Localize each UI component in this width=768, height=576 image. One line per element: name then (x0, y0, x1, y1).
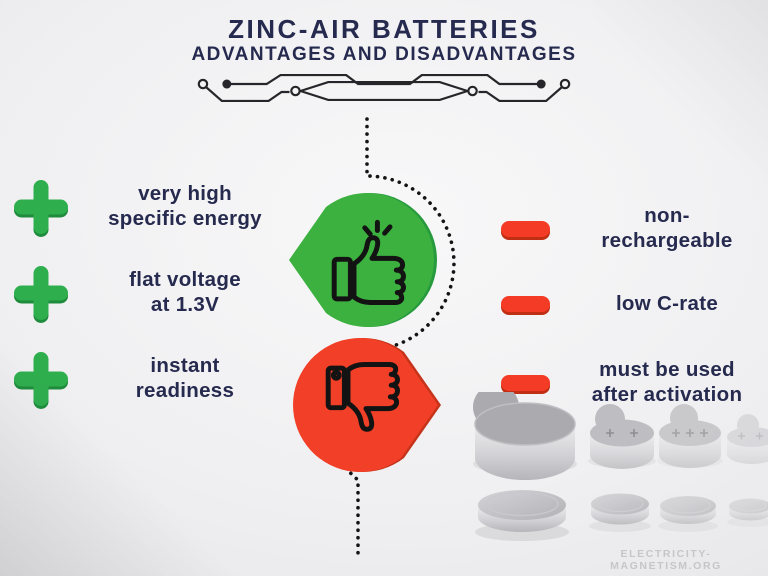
tabbed-cell-large (473, 392, 577, 480)
disadvantage-item: must be used after activation (496, 352, 762, 414)
plus-icon (12, 351, 70, 407)
disadvantage-label: non- rechargeable (601, 204, 733, 252)
circuit-trace-decoration (197, 73, 571, 103)
button-cell (589, 493, 651, 532)
disadvantage-label: low C-rate (615, 291, 719, 315)
page-subtitle: ADVANTAGES AND DISADVANTAGES (191, 44, 577, 65)
thumbs-up-icon (331, 219, 406, 305)
disadvantage-item: low C-rate (496, 276, 762, 332)
minus-icon (496, 221, 554, 237)
advantage-item: flat voltage at 1.3V (12, 262, 282, 324)
advantage-label: very high specific energy (108, 182, 262, 230)
button-cell (729, 498, 768, 521)
thumbs-down-icon (325, 362, 400, 432)
tabbed-cell (727, 414, 768, 464)
battery-photo (473, 392, 768, 541)
minus-icon (496, 296, 554, 312)
plus-icon (12, 265, 70, 321)
button-cell (660, 496, 716, 524)
advantage-item: instant readiness (12, 348, 282, 410)
button-cell-large (475, 490, 569, 541)
advantage-item: very high specific energy (12, 176, 282, 238)
minus-icon (496, 375, 554, 391)
watermark: ELECTRICITY-MAGNETISM.ORG (610, 548, 722, 572)
tabbed-cell (659, 404, 721, 468)
plus-icon (12, 179, 70, 235)
advantage-label: flat voltage at 1.3V (129, 268, 241, 316)
page-title: ZINC-AIR BATTERIES (228, 14, 540, 44)
disadvantage-label: must be used after activation (591, 358, 743, 406)
disadvantage-item: non- rechargeable (496, 198, 762, 260)
tabbed-cell (588, 404, 656, 469)
advantage-label: instant readiness (135, 354, 235, 402)
